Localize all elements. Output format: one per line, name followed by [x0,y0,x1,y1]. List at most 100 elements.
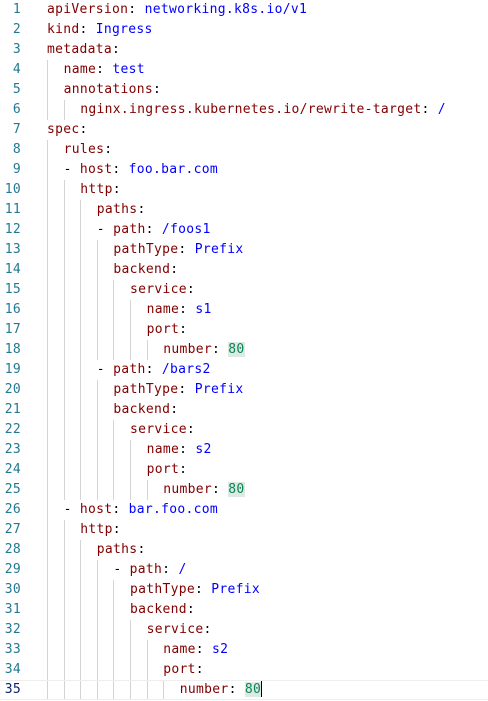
yaml-key: paths [96,202,138,217]
yaml-string-value: Ingress [95,22,153,37]
indent-guide [63,520,65,540]
indent-guide [63,681,65,699]
yaml-string-value: Prefix [194,242,244,257]
yaml-key: path [113,362,146,377]
indent-guide [96,440,98,460]
indent-guide [47,580,48,600]
colon: : [203,622,212,637]
indent-guide [47,660,48,680]
code-text: name: s2 [163,640,228,660]
indent-guide [80,640,82,660]
yaml-key: http [80,522,113,537]
indent-guide [63,440,65,460]
yaml-key: name [163,642,196,657]
code-line[interactable]: 19- path: /bars2 [0,360,488,380]
line-number: 33 [4,642,21,657]
indent-guide [96,340,98,360]
indent-guide [146,340,148,360]
colon: : [195,642,204,657]
code-line[interactable]: 29- path: / [0,560,488,580]
indent-guide [146,640,148,660]
yaml-key: name [146,442,180,457]
indent-guide [80,460,82,480]
indent-guide [47,260,48,280]
indent-guide [96,480,98,500]
code-line[interactable]: 26- host: bar.foo.com [0,500,488,520]
code-line[interactable]: 33 name: s2 [0,640,488,660]
indent-guide [47,60,48,80]
indent-guide [47,180,48,200]
line-number: 1 [12,2,21,17]
indent-guide [130,320,131,340]
yaml-key: backend [113,262,171,277]
indent-guide [80,600,82,620]
line-number: 28 [4,542,21,557]
line-number: 3 [12,42,21,57]
indent-guide [113,460,115,480]
indent-guide [130,480,131,500]
line-number: 23 [4,442,21,457]
indent-guide [63,320,65,340]
colon: : [186,282,196,297]
code-line[interactable]: 12- path: /foos1 [0,220,488,240]
code-text: paths: [97,200,146,220]
line-number: 11 [4,202,21,217]
colon: : [178,242,187,257]
indent-guide [113,300,115,320]
indent-guide [96,280,98,300]
code-text: name: s2 [147,440,212,460]
code-line[interactable]: 11 paths: [0,200,488,220]
code-text: port: [163,660,204,680]
indent-guide [47,140,48,160]
code-line[interactable]: 9- host: foo.bar.com [0,160,488,180]
code-text: number: 80 [163,480,245,500]
indent-guide [63,640,65,660]
code-text: - path: /bars2 [97,360,211,380]
indent-guide [47,460,48,480]
indent-guide [47,160,48,180]
indent-guide [130,640,131,660]
indent-guide [130,620,131,640]
code-text: pathType: Prefix [130,580,260,600]
indent-guide [47,380,48,400]
indent-guide [63,560,65,580]
indent-guide [47,440,48,460]
code-line[interactable]: 23 name: s2 [0,440,488,460]
indent-guide [96,300,98,320]
indent-guide [80,360,82,380]
indent-guide [96,320,98,340]
indent-guide [80,240,82,260]
indent-guide [80,200,82,220]
colon: : [162,562,171,577]
line-number: 29 [4,562,21,577]
indent-guide [63,360,65,380]
